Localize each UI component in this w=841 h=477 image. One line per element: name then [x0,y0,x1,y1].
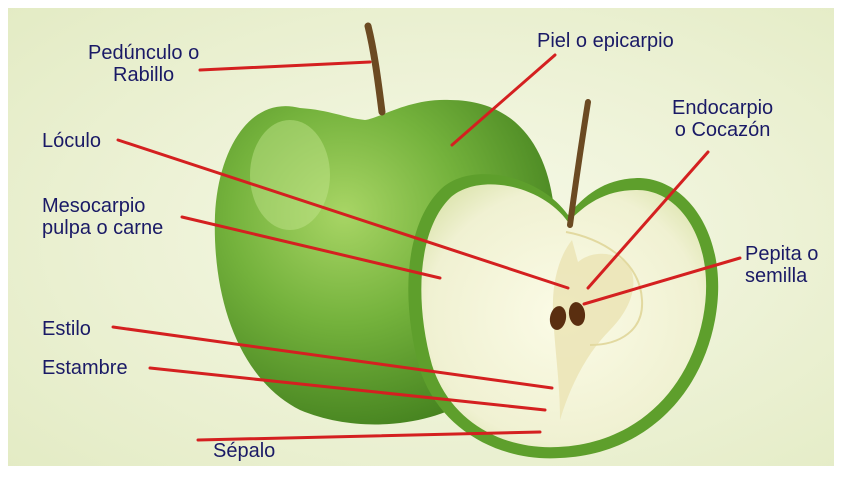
label-seed: Pepita o semilla [745,243,818,287]
label-sepal: Sépalo [213,440,275,462]
label-endocarp-line1: Endocarpio [672,97,773,119]
label-style: Estilo [42,318,91,340]
label-skin-line1: Piel o epicarpio [537,30,674,52]
label-style-line1: Estilo [42,318,91,340]
label-stamen: Estambre [42,357,128,379]
label-peduncle: Pedúnculo o Rabillo [88,42,199,86]
label-peduncle-line1: Pedúnculo o [88,42,199,64]
label-stamen-line1: Estambre [42,357,128,379]
label-locule-line1: Lóculo [42,130,101,152]
label-endocarp: Endocarpio o Cocazón [672,97,773,141]
label-seed-line1: Pepita o [745,243,818,265]
apple-highlight [250,120,330,230]
label-seed-line2: semilla [745,265,818,287]
label-endocarp-line2: o Cocazón [672,119,773,141]
label-mesocarp: Mesocarpio pulpa o carne [42,195,163,239]
label-peduncle-line2: Rabillo [88,64,199,86]
label-skin: Piel o epicarpio [537,30,674,52]
label-mesocarp-line1: Mesocarpio [42,195,163,217]
label-mesocarp-line2: pulpa o carne [42,217,163,239]
label-sepal-line1: Sépalo [213,440,275,462]
label-locule: Lóculo [42,130,101,152]
